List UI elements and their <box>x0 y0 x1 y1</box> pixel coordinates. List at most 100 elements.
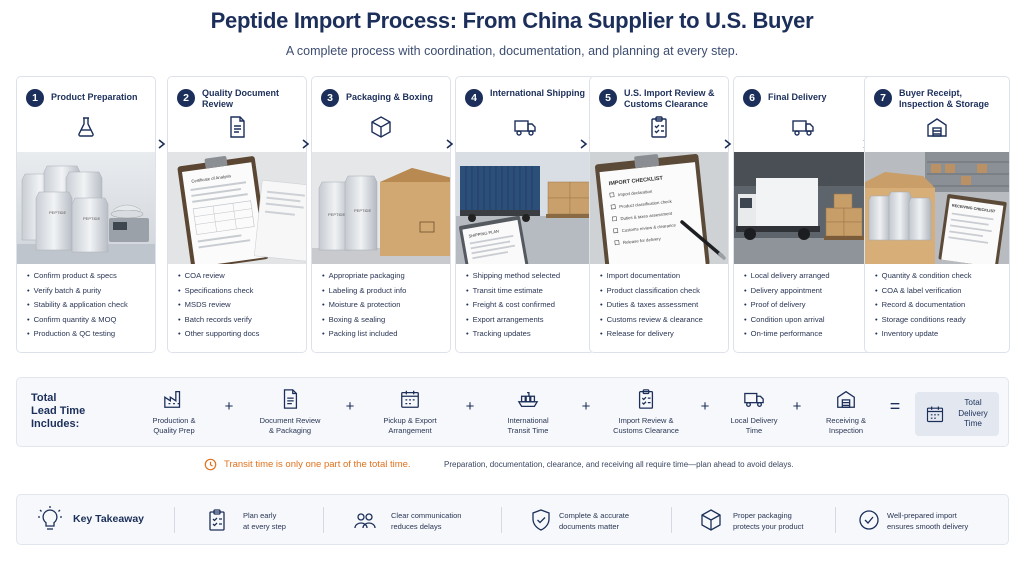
list-item: Inventory update <box>875 327 1001 342</box>
list-item: Transit time estimate <box>466 284 586 299</box>
lead-time-item-label: Receiving &Inspection <box>801 416 891 436</box>
step-number: 3 <box>321 89 339 107</box>
step-title: Quality Document Review <box>202 88 304 109</box>
note-sub-text: Preparation, documentation, clearance, a… <box>444 460 794 469</box>
pouch-label: PEPTIDE <box>354 208 371 213</box>
house-icon <box>835 388 857 410</box>
list-item: Freight & cost confirmed <box>466 298 586 313</box>
list-item: Delivery appointment <box>744 284 864 299</box>
lead-time-item-label: Import Review &Customs Clearance <box>601 416 691 436</box>
plus-operator: + <box>342 398 358 415</box>
plus-operator: + <box>578 398 594 415</box>
list-item: Other supporting docs <box>178 327 298 342</box>
lead-time-item-document-review: Document Review& Packaging <box>245 388 335 436</box>
page-subtitle: A complete process with coordination, do… <box>0 44 1024 58</box>
package-icon <box>699 508 723 532</box>
step-number: 6 <box>743 89 761 107</box>
lead-time-item-receiving: Receiving &Inspection <box>801 388 891 436</box>
lead-time-item-label: Local DeliveryTime <box>709 416 799 436</box>
step-title: Final Delivery <box>768 92 870 103</box>
list-item: Product classification check <box>600 284 720 299</box>
clock-icon <box>204 458 217 471</box>
step-photo-receiving: RECEIVING CHECKLIST <box>865 152 1009 264</box>
list-item: Shipping method selected <box>466 269 586 284</box>
divider <box>174 507 175 533</box>
lead-time-panel: Total Lead Time Includes: Production &Qu… <box>16 377 1009 447</box>
step-card-buyer-receipt: 7 Buyer Receipt, Inspection & Storage <box>864 76 1010 353</box>
calendar-icon <box>925 404 945 424</box>
step-header: 2 Quality Document Review <box>168 77 306 152</box>
arrow-right-icon <box>723 138 733 150</box>
step-number: 2 <box>177 89 195 107</box>
list-item: Packing list included <box>322 327 442 342</box>
list-item: Batch records verify <box>178 313 298 328</box>
lead-time-label-line: Includes: <box>31 418 111 431</box>
step-card-import-review-customs: 5 U.S. Import Review & Customs Clearance… <box>589 76 729 353</box>
clipboard-icon <box>635 388 657 410</box>
clipboard-check-icon <box>205 508 229 532</box>
step-title: Packaging & Boxing <box>346 92 448 103</box>
list-item: MSDS review <box>178 298 298 313</box>
list-item: Labeling & product info <box>322 284 442 299</box>
list-item: Tracking updates <box>466 327 586 342</box>
list-item: Moisture & protection <box>322 298 442 313</box>
step-header: 6 Final Delivery <box>734 77 872 152</box>
plus-operator: + <box>221 398 237 415</box>
step-header: 4 International Shipping <box>456 77 594 152</box>
arrow-right-icon <box>157 138 167 150</box>
divider <box>323 507 324 533</box>
lightbulb-icon <box>37 505 63 533</box>
list-item: Confirm quantity & MOQ <box>27 313 147 328</box>
step-photo-boxes: PEPTIDE PEPTIDE <box>312 152 450 264</box>
step-title: Product Preparation <box>51 92 153 103</box>
step-card-international-shipping: 4 International Shipping <box>455 76 595 353</box>
list-item: Production & QC testing <box>27 327 147 342</box>
step-photo-peptide-pouches: PEPTIDE PEPTIDE <box>17 152 155 264</box>
step-number: 7 <box>874 89 892 107</box>
step-photo-shipping-container: SHIPPING PLAN <box>456 152 594 264</box>
key-takeaway-title: Key Takeaway <box>73 513 144 525</box>
step-header: 5 U.S. Import Review & Customs Clearance <box>590 77 728 152</box>
calendar-icon <box>399 388 421 410</box>
step-card-final-delivery: 6 Final Delivery <box>733 76 873 353</box>
note-main-text: Transit time is only one part of the tot… <box>224 459 411 470</box>
step-header: 7 Buyer Receipt, Inspection & Storage <box>865 77 1009 152</box>
shield-check-icon <box>529 508 553 532</box>
equals-operator: = <box>887 396 903 417</box>
list-item: Boxing & sealing <box>322 313 442 328</box>
list-item: Storage conditions ready <box>875 313 1001 328</box>
people-icon <box>353 508 377 532</box>
process-steps: 1 Product Preparation PEPTIDE <box>16 76 1010 353</box>
list-item: COA & label verification <box>875 284 1001 299</box>
list-item: Confirm product & specs <box>27 269 147 284</box>
step-checklist: COA review Specifications check MSDS rev… <box>168 269 306 342</box>
step-title: Buyer Receipt, Inspection & Storage <box>899 88 1007 109</box>
step-checklist: Confirm product & specs Verify batch & p… <box>17 269 155 342</box>
arrow-right-icon <box>445 138 455 150</box>
list-item: Export arrangements <box>466 313 586 328</box>
pouch-label: PEPTIDE <box>328 212 345 217</box>
step-number: 4 <box>465 89 483 107</box>
box-icon <box>369 115 393 139</box>
arrow-right-icon <box>301 138 311 150</box>
list-item: COA review <box>178 269 298 284</box>
list-item: Release for delivery <box>600 327 720 342</box>
list-item: Verify batch & purity <box>27 284 147 299</box>
step-photo-import-checklist: IMPORT CHECKLIST Import declaration Prod… <box>590 152 728 264</box>
step-card-product-preparation: 1 Product Preparation PEPTIDE <box>16 76 156 353</box>
lead-time-item-label: Document Review& Packaging <box>245 416 335 436</box>
page-title: Peptide Import Process: From China Suppl… <box>0 8 1024 34</box>
lead-time-item-label: Production &Quality Prep <box>129 416 219 436</box>
list-item: Record & documentation <box>875 298 1001 313</box>
list-item: Condition upon arrival <box>744 313 864 328</box>
step-photo-delivery-truck <box>734 152 872 264</box>
step-number: 1 <box>26 89 44 107</box>
arrow-right-icon <box>579 138 589 150</box>
step-header: 1 Product Preparation <box>17 77 155 152</box>
